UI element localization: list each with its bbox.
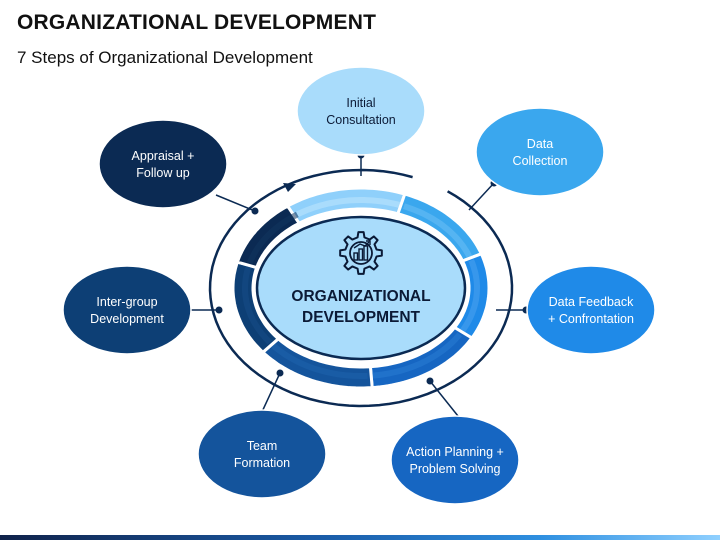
step-label-line2: Problem Solving	[409, 462, 500, 476]
step-label-line2: Collection	[513, 154, 568, 168]
connector-dot-team-formation	[276, 369, 284, 377]
ring-segment-band-5	[267, 340, 368, 379]
step-label-line2: Consultation	[326, 113, 396, 127]
step-label-line1: Initial	[346, 96, 375, 110]
step-ellipse-data-collection	[475, 107, 605, 197]
gear-with-bar-chart-icon	[339, 231, 383, 275]
step-label-line1: Action Planning +	[406, 445, 504, 459]
ring-segment-band-3	[457, 259, 480, 337]
outer-ring-arrowhead	[283, 183, 296, 192]
connector-line-team-formation	[260, 372, 281, 415]
step-node-action-planning: Action Planning + Problem Solving	[390, 415, 520, 505]
step-label-line1: Inter-group	[96, 295, 157, 309]
connector-line-action-planning	[429, 380, 459, 417]
connector-line-data-collection	[468, 182, 495, 211]
step-node-data-feedback: Data Feedback + Confrontation	[526, 265, 656, 355]
bottom-accent-bar	[0, 535, 720, 540]
ring-segment-band-1	[296, 197, 405, 218]
step-label-line2: + Confrontation	[548, 312, 634, 326]
ring-segment-band-7	[247, 211, 299, 264]
connector-dot-action-planning	[426, 377, 434, 385]
outer-ring	[208, 168, 514, 408]
step-ellipse-action-planning	[390, 415, 520, 505]
ring-segment-band-6	[242, 261, 273, 345]
ring-segment-band-2	[402, 203, 474, 262]
center-label-line2: DEVELOPMENT	[302, 309, 421, 326]
center-disc	[255, 215, 467, 361]
step-label-line1: Appraisal +	[132, 149, 195, 163]
segmented-ring	[231, 186, 491, 390]
step-ellipse-data-feedback	[526, 265, 656, 355]
step-ellipse-team-formation	[197, 409, 327, 499]
page-subtitle: 7 Steps of Organizational Development	[17, 48, 313, 67]
step-label-line1: Data	[527, 137, 553, 151]
step-label-line2: Development	[90, 312, 164, 326]
connector-dot-inter-group-development	[215, 306, 223, 314]
step-ellipse-initial-consultation	[296, 66, 426, 156]
step-label-line1: Team	[247, 439, 278, 453]
step-label-line1: Data Feedback	[549, 295, 635, 309]
connector-dot-appraisal-follow-up	[251, 207, 259, 215]
step-node-appraisal-follow-up: Appraisal + Follow up	[98, 119, 228, 209]
step-ellipse-appraisal-follow-up	[98, 119, 228, 209]
center-label-line1: ORGANIZATIONAL	[291, 288, 430, 305]
step-label-line2: Formation	[234, 456, 290, 470]
page-title: ORGANIZATIONAL DEVELOPMENT	[17, 11, 377, 34]
step-label-line2: Follow up	[136, 166, 190, 180]
ring-segment-band-4	[367, 332, 462, 379]
step-ellipse-inter-group-development	[62, 265, 192, 355]
